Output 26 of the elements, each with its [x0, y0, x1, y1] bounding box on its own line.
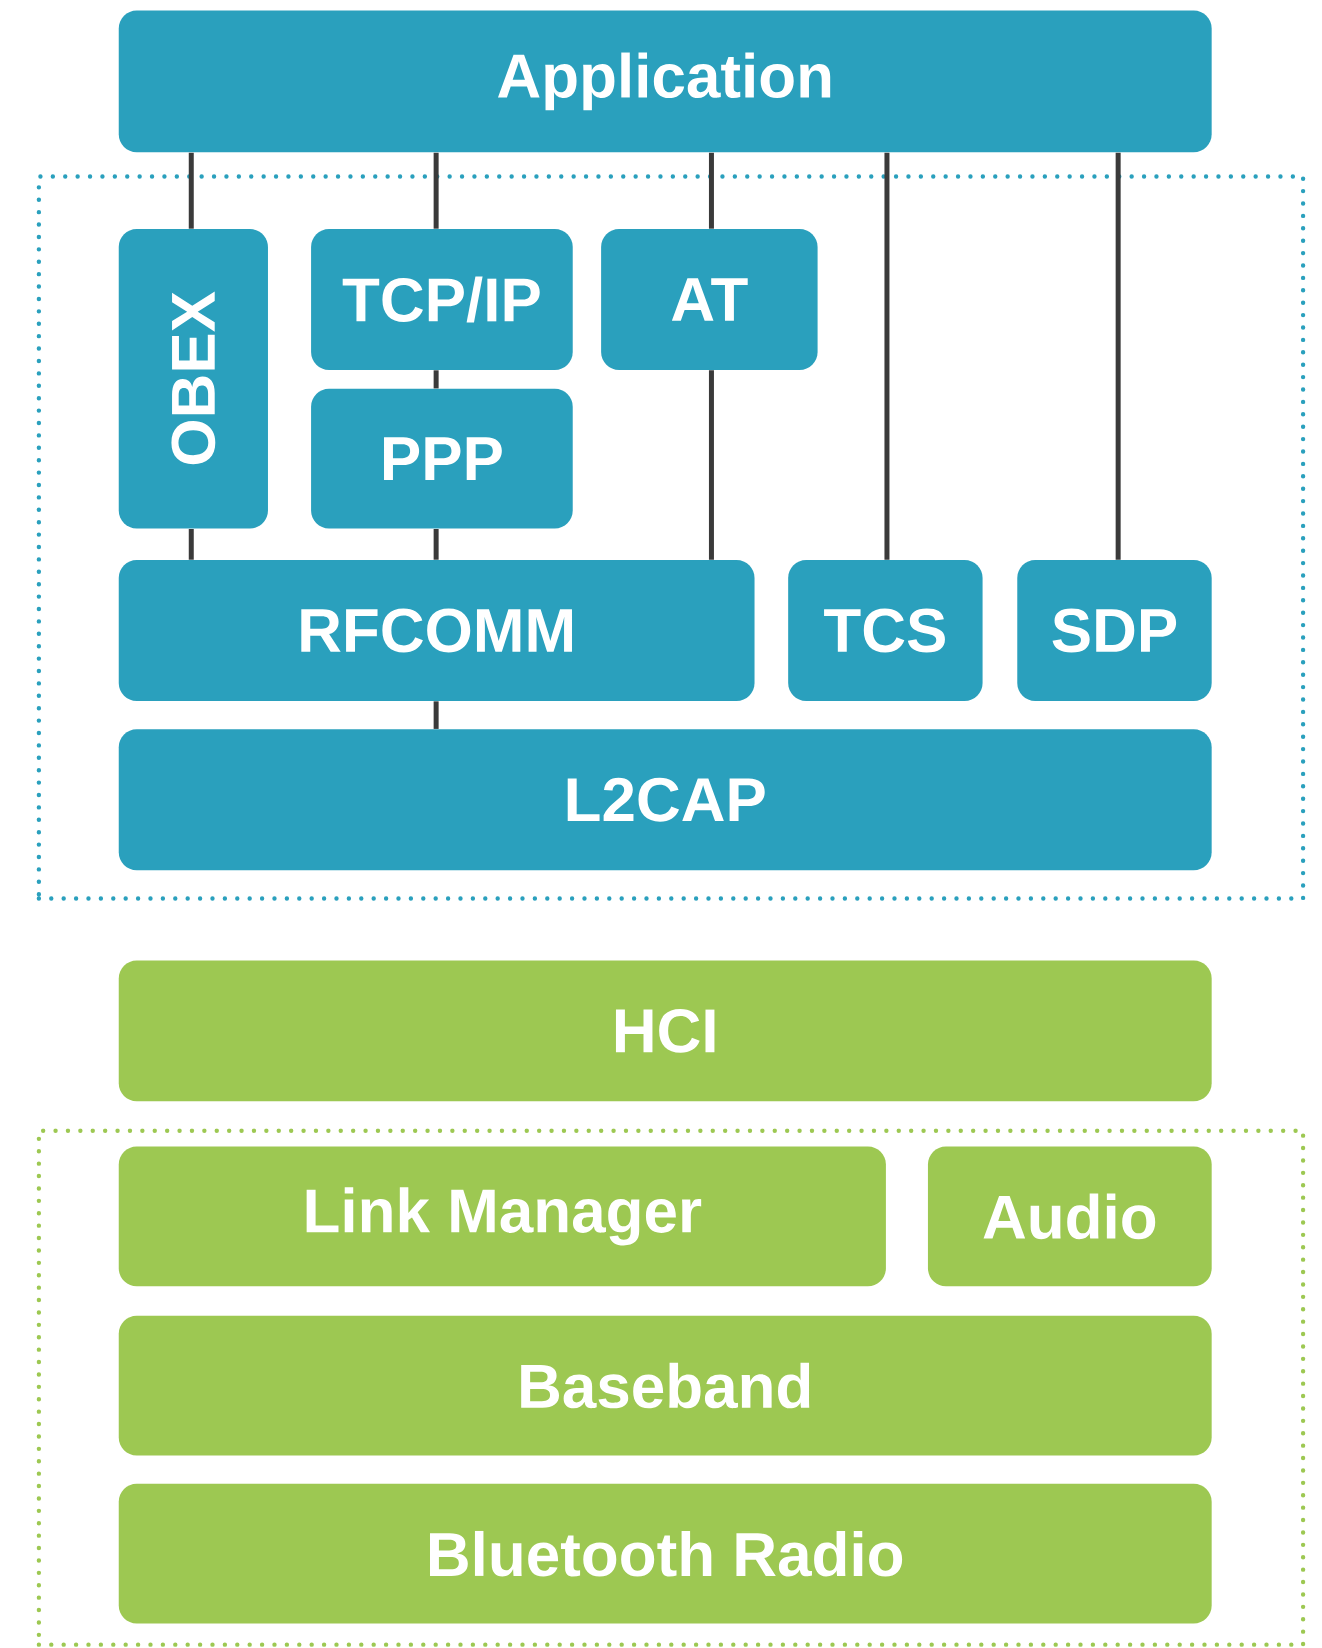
layer-box: TCS	[788, 560, 983, 701]
layer-box: TCP/IP	[311, 229, 573, 370]
layer-box: OBEX	[118, 229, 268, 529]
connector-line	[708, 152, 714, 229]
connector-line	[433, 529, 439, 560]
connector-line	[1115, 152, 1121, 560]
layer-box: L2CAP	[118, 729, 1212, 871]
connector-line	[708, 370, 714, 560]
layer-box: Baseband	[118, 1315, 1212, 1456]
group-frame	[36, 1128, 1306, 1647]
connector-line	[188, 152, 194, 229]
layer-box: Link Manager	[118, 1146, 886, 1287]
connector-line	[884, 152, 890, 560]
layer-box: SDP	[1017, 560, 1212, 701]
layer-box: HCI	[118, 960, 1212, 1102]
layer-box: Application	[118, 10, 1212, 153]
layer-box: PPP	[311, 388, 573, 529]
connector-line	[188, 529, 194, 560]
layer-box: Bluetooth Radio	[118, 1483, 1212, 1624]
group-frame	[36, 174, 1306, 901]
connector-line	[433, 152, 439, 229]
connector-line	[433, 701, 439, 729]
layer-box: AT	[601, 229, 818, 370]
layer-box: RFCOMM	[118, 560, 755, 701]
connector-line	[433, 370, 439, 389]
layer-box: Audio	[927, 1146, 1212, 1287]
